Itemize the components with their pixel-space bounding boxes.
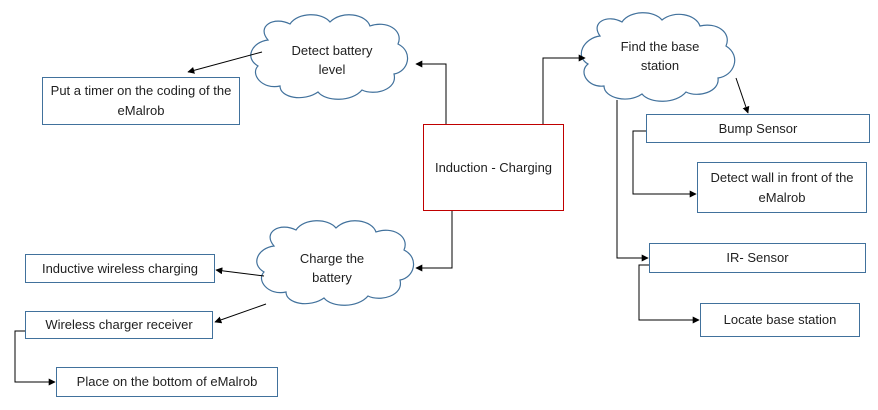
box-place-bottom: Place on the bottom of eMalrob — [56, 367, 278, 397]
box-wireless-receiver: Wireless charger receiver — [25, 311, 213, 339]
cloud-detect-battery-shape — [250, 14, 409, 100]
cloud-charge-battery-shape — [256, 220, 415, 306]
box-detect-wall: Detect wall in front of the eMalrob — [697, 162, 867, 213]
cloud-charge-battery-label: Charge the battery — [299, 251, 365, 285]
cloud-find-base-shape — [580, 12, 736, 102]
connector-bump-to-detect-wall — [632, 130, 697, 198]
connector-detect-battery-to-timer — [187, 51, 263, 74]
connector-center-to-charge-battery — [415, 211, 453, 272]
connector-find-base-to-ir — [616, 100, 649, 262]
connector-charge-battery-to-inductive — [215, 267, 265, 277]
cloud-detect-battery-label: Detect battery level — [291, 43, 373, 77]
connector-center-to-find-base — [542, 54, 586, 125]
connector-find-base-to-bump — [735, 77, 750, 114]
cloud-find-base-label: Find the base station — [620, 39, 700, 73]
box-bump-sensor: Bump Sensor — [646, 114, 870, 143]
connector-ir-to-locate-base — [638, 264, 700, 324]
box-timer: Put a timer on the coding of the eMalrob — [42, 77, 240, 125]
center-node-induction-charging: Induction - Charging — [423, 124, 564, 211]
connector-receiver-to-place-bottom — [14, 330, 56, 386]
box-locate-base: Locate base station — [700, 303, 860, 337]
connector-center-to-detect-battery — [415, 60, 447, 125]
box-inductive-wireless: Inductive wireless charging — [25, 254, 215, 283]
connector-charge-battery-to-receiver — [214, 303, 267, 324]
box-ir-sensor: IR- Sensor — [649, 243, 866, 273]
